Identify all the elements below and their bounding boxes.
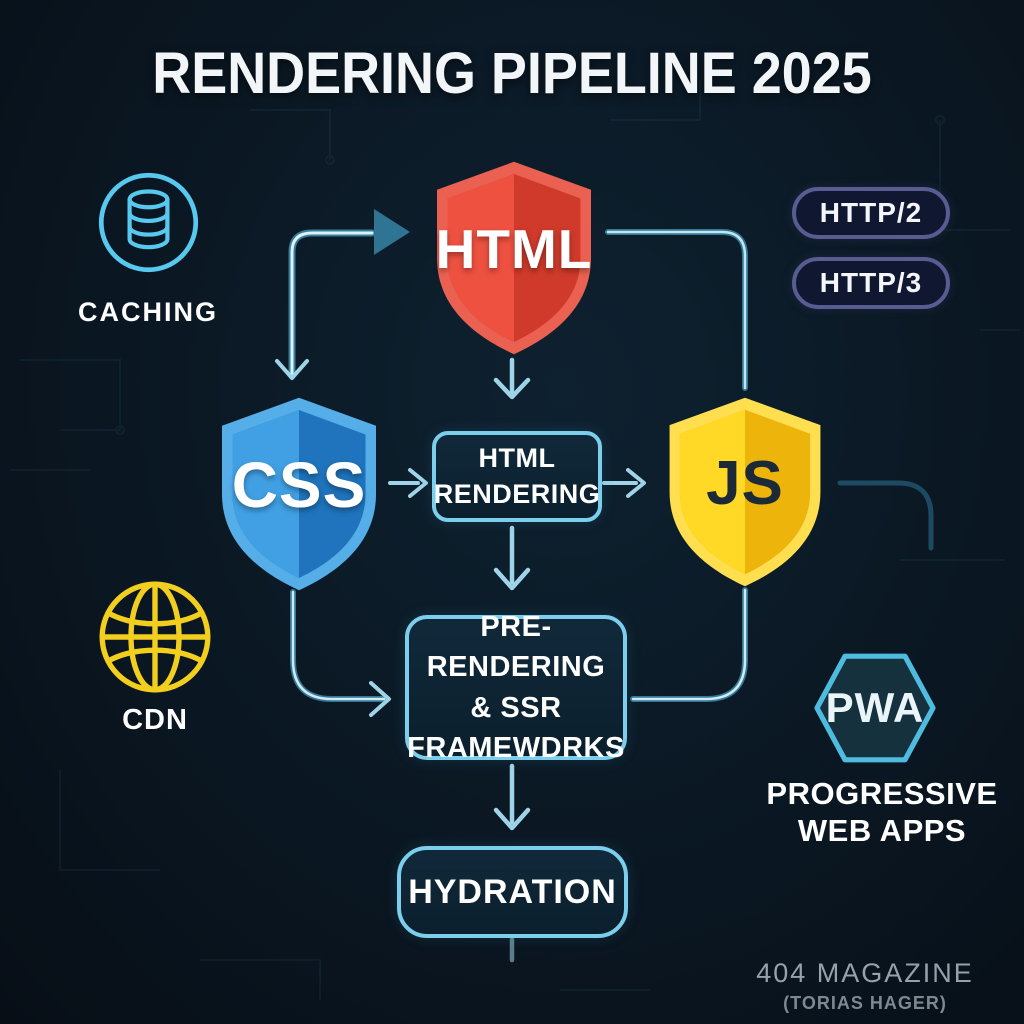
js-shield-label: JS — [706, 448, 784, 518]
cdn-label: CDN — [122, 704, 188, 736]
pwa-badge: PWA — [810, 650, 940, 766]
html-rendering-line2: RENDERING — [433, 478, 601, 509]
html-shield-label: HTML — [435, 218, 593, 280]
http3-badge: HTTP/3 — [792, 257, 950, 309]
database-icon — [98, 172, 199, 273]
prerendering-line1: PRE-RENDERING — [426, 611, 606, 684]
hydration-box: HYDRATION — [397, 846, 628, 938]
footer-author: (TORIAS HAGER) — [783, 993, 947, 1013]
js-shield: JS — [655, 396, 835, 588]
page-title: RENDERING PIPELINE 2025 — [152, 41, 872, 106]
html-rendering-box: HTML RENDERING — [432, 431, 602, 522]
shield-icon — [669, 397, 821, 587]
footer-credit: 404 MAGAZINE (TORIAS HAGER) — [720, 958, 1010, 1014]
pwa-caption: PROGRESSIVE WEB APPS — [762, 775, 1002, 849]
shield-icon — [437, 161, 591, 355]
html-shield: HTML — [420, 160, 608, 356]
prerendering-ssr-box: PRE-RENDERING & SSR FRAMEWDRKS — [405, 611, 627, 764]
pwa-caption-line1: PROGRESSIVE — [766, 776, 998, 811]
prerendering-line3: FRAMEWDRKS — [407, 731, 625, 764]
shield-icon — [222, 397, 376, 591]
pwa-caption-line2: WEB APPS — [797, 813, 967, 849]
http2-badge: HTTP/2 — [792, 187, 950, 239]
globe-icon — [99, 581, 211, 693]
css-shield-label: CSS — [231, 449, 367, 521]
prerendering-line2: & SSR — [470, 691, 562, 724]
caching-label: CACHING — [78, 297, 218, 327]
footer-magazine: 404 MAGAZINE — [756, 958, 974, 988]
solid-arrowhead — [374, 209, 410, 255]
pwa-badge-label: PWA — [825, 684, 925, 731]
css-shield: CSS — [205, 396, 393, 592]
http2-badge-label: HTTP/2 — [819, 197, 923, 228]
hexagon-icon — [814, 653, 936, 763]
caching-icon-wrap — [96, 170, 201, 275]
html-rendering-line1: HTML — [478, 443, 556, 474]
hydration-label: HYDRATION — [408, 872, 617, 911]
http3-badge-label: HTTP/3 — [819, 267, 923, 298]
cdn-icon-wrap — [95, 577, 215, 697]
